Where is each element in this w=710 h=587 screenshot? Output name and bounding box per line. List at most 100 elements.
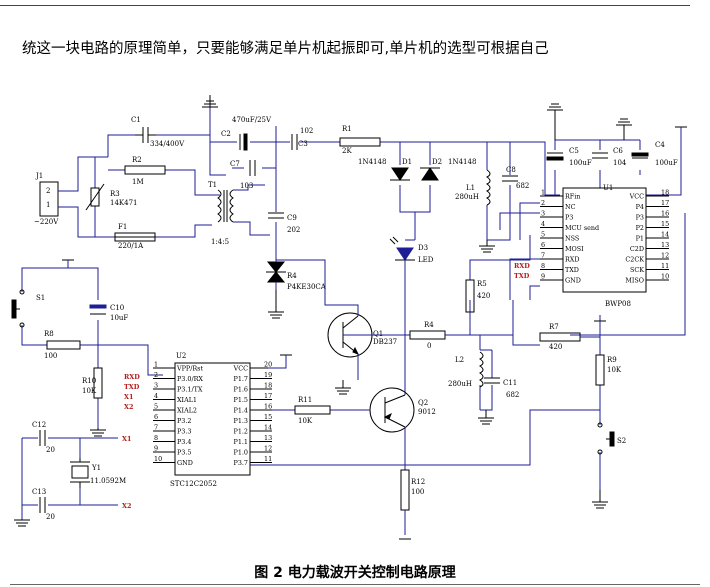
svg-text:R11: R11 [298, 396, 312, 404]
svg-text:T1: T1 [208, 181, 217, 189]
u1-rxd-net: RXD [514, 262, 530, 270]
u1-pin-17-number: 17 [661, 199, 669, 207]
u2-pin-13-name: P1.1 [234, 438, 248, 446]
u2-pin-3-number: 3 [154, 382, 158, 390]
d3-led: D3 LED [389, 236, 434, 264]
r7-resistor: R7 420 [539, 323, 581, 351]
u1-pin-5-name: NSS [565, 235, 579, 243]
net-x2-label: X2 [122, 502, 131, 510]
svg-text:100: 100 [44, 352, 57, 360]
l2-inductor: L2 280uH [448, 351, 484, 388]
u2-pin-11-number: 11 [264, 455, 272, 463]
svg-text:R10: R10 [82, 377, 96, 385]
c1-capacitor: C1 334/400V [131, 116, 185, 148]
c3-r1-wires [276, 141, 560, 196]
svg-text:280uH: 280uH [448, 380, 472, 388]
gnd-c5 [547, 103, 563, 140]
u2-pin-20-number: 20 [264, 361, 272, 369]
u1-pin-14-name: P1 [636, 235, 644, 243]
c6-capacitor: C6 104 [592, 147, 627, 167]
u1-pin-2-name: NC [565, 203, 576, 211]
svg-text:1N4148: 1N4148 [358, 158, 386, 166]
svg-text:682: 682 [506, 391, 519, 399]
svg-text:R4: R4 [287, 272, 297, 280]
u1-pin-7-number: 7 [541, 252, 545, 260]
u1-ref: U1 [603, 184, 613, 192]
c2-capacitor: C2 470uF/25V [221, 116, 272, 151]
gnd-l1 [479, 240, 495, 253]
svg-text:P4KE30CA: P4KE30CA [287, 283, 327, 291]
svg-text:D2: D2 [432, 158, 442, 166]
r12-resistor: R12 100 [400, 469, 425, 511]
s2-switch: S2 [597, 422, 626, 455]
u2-pin-6-number: 6 [154, 413, 158, 421]
q2-transistor: Q2 9012 [369, 387, 436, 433]
j1-pin-2: 2 [46, 187, 50, 195]
u2-pin-15-name: P1.3 [234, 417, 248, 425]
u2-pin-9-number: 9 [154, 445, 158, 453]
u1-left-net-wires: RXD TXD [469, 202, 540, 336]
u2-pin-12-name: P1.0 [234, 449, 248, 457]
u2-pin-20-name: VCC [233, 365, 249, 373]
u1-pin-8-number: 8 [541, 262, 545, 270]
svg-text:220/1A: 220/1A [118, 242, 144, 250]
svg-text:C5: C5 [569, 147, 579, 155]
c1-wires [107, 134, 226, 176]
svg-text:R5: R5 [477, 280, 487, 288]
svg-text:10uF: 10uF [110, 314, 128, 322]
svg-text:C6: C6 [613, 147, 623, 155]
u2-pin-14-name: P1.2 [234, 428, 248, 436]
svg-text:DB237: DB237 [373, 338, 397, 346]
u1-pin-3-number: 3 [541, 210, 545, 218]
u1-pin-11-name: SCK [630, 266, 644, 274]
svg-text:103: 103 [240, 182, 253, 190]
j1-pin-1: 1 [46, 201, 50, 209]
svg-text:D1: D1 [402, 158, 412, 166]
u1-pin-9-number: 9 [541, 273, 545, 281]
u2-pin-8-name: P3.4 [177, 438, 191, 446]
svg-text:470uF/25V: 470uF/25V [232, 116, 272, 124]
svg-text:280uH: 280uH [455, 193, 479, 201]
gnd-q1 [335, 380, 351, 395]
u1-pin-1-number: 1 [541, 189, 545, 197]
u1-pin-10-number: 10 [661, 273, 669, 281]
u2-pin-13-number: 13 [264, 434, 272, 442]
u2-pin-16-number: 16 [264, 403, 272, 411]
c11-capacitor: C11 682 [484, 377, 519, 399]
r9-resistor: R9 10K [595, 354, 622, 386]
u2-x1-net: X1 [124, 393, 133, 401]
gnd-label-top [616, 118, 632, 140]
svg-text:C1: C1 [131, 116, 141, 124]
svg-text:20: 20 [46, 446, 55, 454]
u2-pin-18-number: 18 [264, 382, 272, 390]
u2-pin-5-name: XIAL2 [177, 407, 197, 415]
u2-pin-7-number: 7 [154, 424, 158, 432]
u1-part: BWP08 [605, 300, 631, 308]
svg-text:C10: C10 [110, 304, 124, 312]
r4b-resistor: R4 0 [409, 321, 446, 350]
u1-pin-18-number: 18 [661, 189, 669, 197]
led-to-q2-wire [404, 239, 415, 395]
svg-text:100uF: 100uF [569, 159, 592, 167]
plus5-u2 [268, 354, 292, 369]
r1-resistor: R1 2K [339, 125, 381, 155]
u2-ref: U2 [176, 352, 186, 360]
svg-text:LED: LED [418, 256, 434, 264]
q1-wires [276, 259, 410, 380]
u1-pin-11-number: 11 [661, 262, 669, 270]
u1-pin-12-name: C2CK [625, 256, 644, 264]
gnd-top-left [202, 95, 218, 108]
ac-input-wires [58, 156, 115, 238]
l1-c8-wires [486, 142, 511, 241]
u2-part: STC12C2052 [170, 480, 217, 488]
d2-diode: D2 1N4148 [420, 158, 476, 181]
c9-capacitor: C9 202 [268, 212, 300, 234]
u1-pin-7-name: RXD [565, 256, 580, 264]
s1-switch: S1 [11, 289, 45, 328]
svg-text:R9: R9 [607, 356, 617, 364]
svg-text:R4: R4 [424, 321, 434, 329]
u1-pin-9-name: GND [565, 277, 581, 285]
r8-resistor: R8 100 [44, 330, 81, 360]
